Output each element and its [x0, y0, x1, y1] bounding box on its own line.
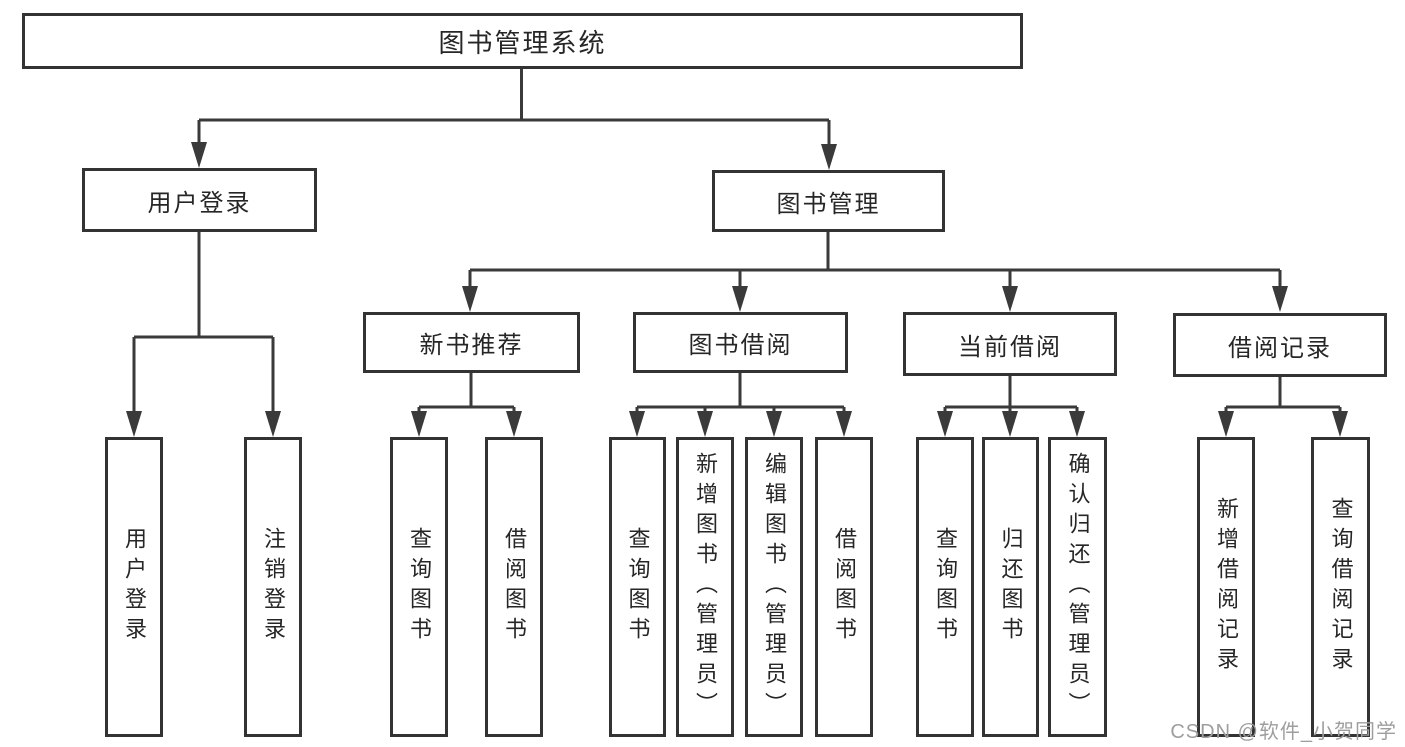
node-user-login: 用户登录 [82, 168, 317, 232]
leaf-edit-book-admin: 编辑图书（管理员） [745, 437, 803, 737]
watermark: CSDN @软件_小贺同学 [1170, 721, 1397, 743]
leaf-confirm-return-admin: 确认归还（管理员） [1048, 437, 1107, 737]
leaf-borrow-books-recommend: 借阅图书 [485, 437, 543, 737]
node-current-borrow: 当前借阅 [903, 312, 1117, 376]
node-library-management-system: 图书管理系统 [22, 13, 1023, 69]
leaf-borrow-books: 借阅图书 [815, 437, 873, 737]
leaf-add-borrow-record: 新增借阅记录 [1197, 437, 1255, 737]
leaf-query-books-borrow: 查询图书 [609, 437, 666, 737]
leaf-user-login: 用户登录 [105, 437, 163, 737]
leaf-query-borrow-record: 查询借阅记录 [1311, 437, 1370, 737]
node-book-management: 图书管理 [712, 170, 945, 232]
leaf-return-books: 归还图书 [982, 437, 1039, 737]
node-new-book-recommend: 新书推荐 [363, 312, 580, 373]
leaf-add-book-admin: 新增图书（管理员） [676, 437, 734, 737]
arrowheads [126, 142, 1348, 437]
node-borrow-records: 借阅记录 [1173, 313, 1387, 377]
leaf-logout: 注销登录 [244, 437, 302, 737]
leaf-query-books-recommend: 查询图书 [390, 437, 448, 737]
node-book-borrow: 图书借阅 [633, 312, 848, 373]
leaf-query-books-current: 查询图书 [916, 437, 974, 737]
